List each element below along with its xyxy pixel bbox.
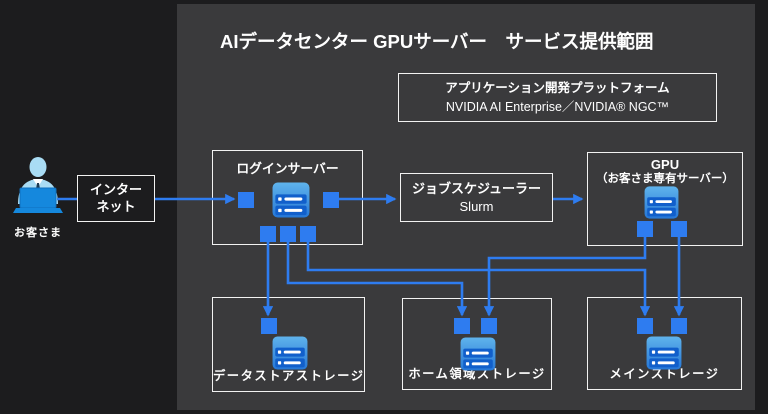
login-server-label: ログインサーバー: [236, 161, 339, 176]
datastore-storage-label: データストアストレージ: [213, 369, 365, 383]
datastore-port: [261, 318, 277, 334]
home-storage-port-2: [481, 318, 497, 334]
gpu-port-bottom-1: [637, 221, 653, 237]
internet-box: インター ネット: [77, 175, 155, 222]
main-storage-port-2: [671, 318, 687, 334]
server-stack-icon: [272, 182, 310, 218]
gpu-line2: （お客さま専有サーバー）: [596, 172, 734, 185]
home-storage-port-1: [454, 318, 470, 334]
gpu-port-bottom-2: [671, 221, 687, 237]
gpu-line1: GPU: [650, 157, 680, 172]
job-scheduler-line2: Slurm: [459, 198, 494, 214]
customer-label: お客さま: [14, 227, 62, 239]
server-stack-icon: [644, 186, 679, 219]
platform-box: アプリケーション開発プラットフォーム NVIDIA AI Enterprise／…: [398, 73, 717, 122]
gpu-box: GPU （お客さま専有サーバー）: [587, 152, 743, 246]
login-port-bottom-1: [260, 226, 276, 242]
platform-line1: アプリケーション開発プラットフォーム: [445, 81, 670, 96]
internet-line1: インター: [89, 181, 142, 197]
main-storage-label: メインストレージ: [609, 367, 720, 381]
page-title: AIデータセンター GPUサーバー サービス提供範囲: [220, 31, 654, 52]
job-scheduler-line1: ジョブスケジューラー: [411, 180, 542, 196]
job-scheduler-box: ジョブスケジューラー Slurm: [400, 173, 553, 222]
home-storage-label: ホーム領域ストレージ: [408, 367, 546, 381]
main-storage-box: メインストレージ: [587, 297, 742, 390]
customer: お客さま: [10, 156, 66, 240]
server-stack-icon: [271, 336, 309, 370]
server-stack-icon: [645, 336, 683, 370]
login-port-bottom-3: [300, 226, 316, 242]
login-port-in: [238, 192, 254, 208]
platform-line2: NVIDIA AI Enterprise／NVIDIA® NGC™: [445, 99, 670, 114]
login-port-bottom-2: [280, 226, 296, 242]
internet-line2: ネット: [96, 198, 136, 214]
server-stack-icon: [459, 337, 497, 371]
person-with-laptop-icon: [13, 157, 63, 213]
main-storage-port-1: [637, 318, 653, 334]
login-port-out: [323, 192, 339, 208]
